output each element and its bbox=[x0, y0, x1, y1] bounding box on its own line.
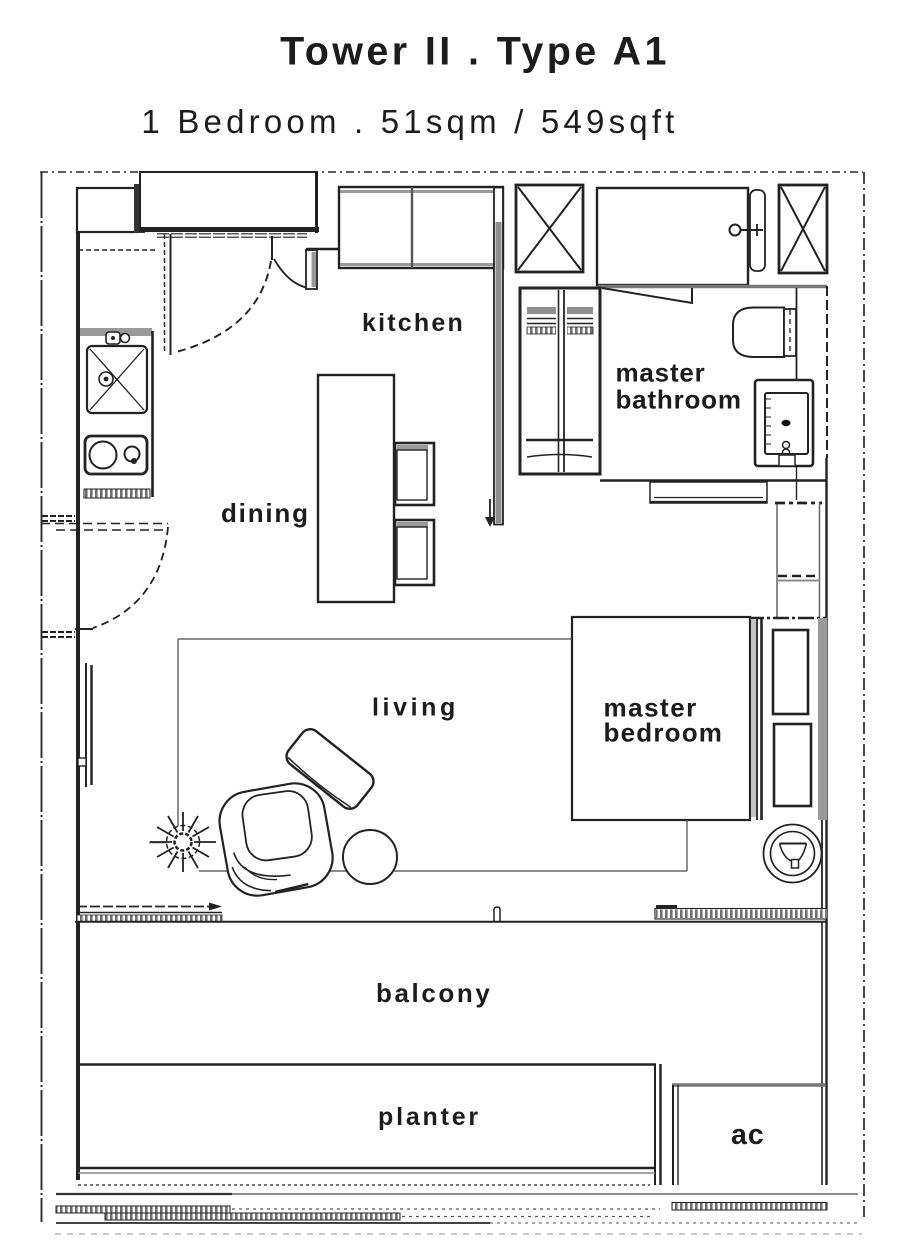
svg-text:planter: planter bbox=[378, 1103, 481, 1131]
svg-text:master: master bbox=[616, 358, 706, 388]
svg-text:ac: ac bbox=[731, 1119, 765, 1151]
svg-text:balcony: balcony bbox=[376, 978, 492, 1008]
svg-text:kitchen: kitchen bbox=[362, 309, 465, 337]
svg-text:1 Bedroom . 51sqm / 549sqft: 1 Bedroom . 51sqm / 549sqft bbox=[141, 103, 678, 140]
svg-text:Tower II . Type A1: Tower II . Type A1 bbox=[280, 30, 670, 74]
svg-text:bedroom: bedroom bbox=[604, 718, 724, 748]
svg-text:bathroom: bathroom bbox=[616, 385, 742, 415]
svg-text:master: master bbox=[604, 693, 698, 723]
svg-text:dining: dining bbox=[221, 498, 310, 528]
svg-text:living: living bbox=[372, 694, 459, 722]
